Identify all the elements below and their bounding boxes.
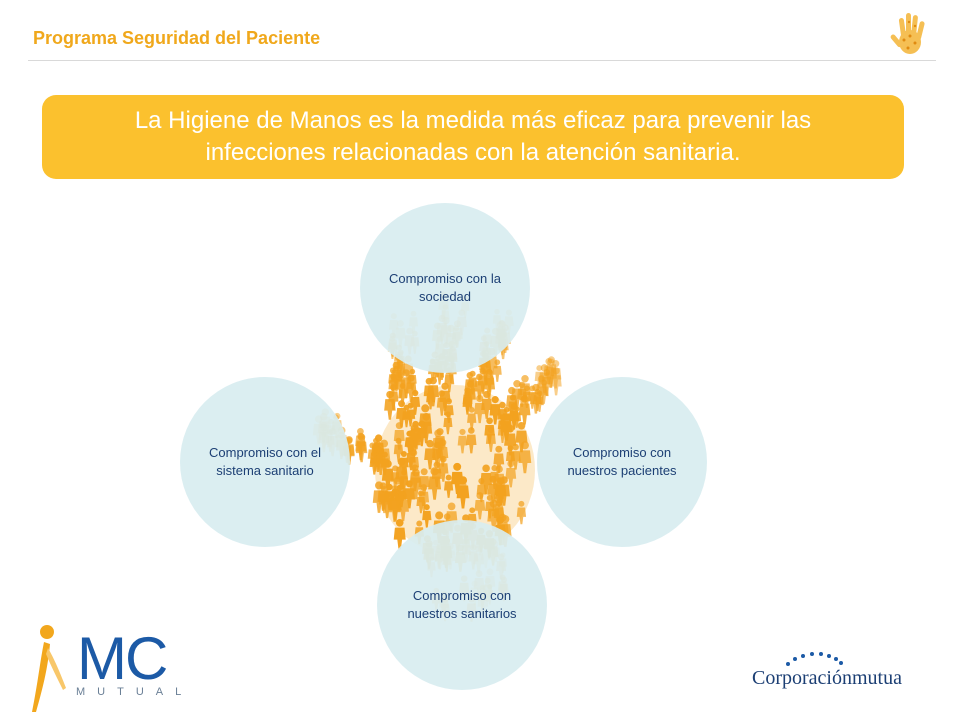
node-society: Compromiso con la sociedad [360, 203, 530, 373]
key-message-banner: La Higiene de Manos es la medida más efi… [42, 95, 904, 179]
header-divider [28, 60, 936, 61]
node-health-workers-label: Compromiso con nuestros sanitarios [407, 588, 517, 621]
mc-logo-text: MC [77, 625, 168, 692]
banner-text: La Higiene de Manos es la medida más efi… [134, 107, 812, 166]
node-health-workers: Compromiso con nuestros sanitarios [377, 520, 547, 690]
hand-icon [890, 13, 925, 54]
node-health-system: Compromiso con el sistema sanitario [180, 377, 350, 547]
node-society-label: Compromiso con la sociedad [389, 271, 501, 304]
node-patients: Compromiso con nuestros pacientes [537, 377, 707, 547]
page-title: Programa Seguridad del Paciente [33, 28, 321, 48]
mc-figure-icon [32, 625, 66, 712]
node-health-system-label: Compromiso con el sistema sanitario [209, 445, 321, 478]
dots-arc-icon [786, 652, 843, 666]
node-patients-label: Compromiso con nuestros pacientes [567, 445, 677, 478]
mc-logo-subtext: MUTUAL [76, 686, 194, 698]
mc-mutual-logo: MC MUTUAL [14, 622, 194, 718]
corporacion-mutua-logo: Corporaciónmutua [748, 650, 948, 692]
corporacion-mutua-text: Corporaciónmutua [752, 667, 902, 689]
